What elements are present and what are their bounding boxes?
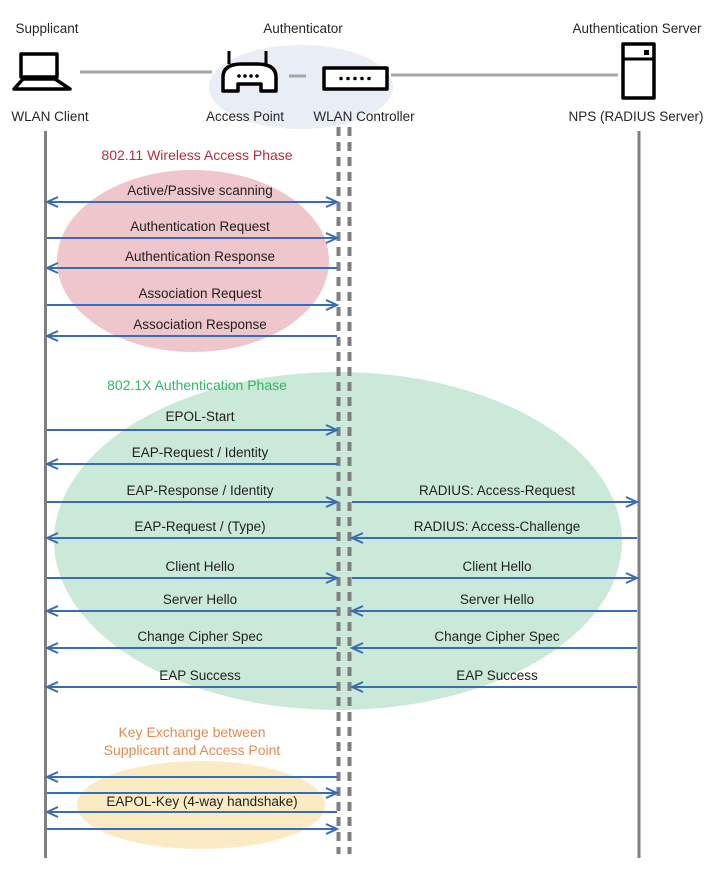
arrow-right bbox=[47, 572, 340, 584]
arrow-left bbox=[349, 532, 637, 544]
msg-radius-access-challenge: RADIUS: Access-Challenge bbox=[349, 519, 637, 544]
message-label: Server Hello bbox=[460, 592, 534, 607]
arrow-left bbox=[44, 262, 337, 274]
message-label: EAP-Request / (Type) bbox=[134, 519, 265, 534]
arrow-right bbox=[47, 232, 340, 244]
key-exchange-title-line1: Key Exchange between bbox=[118, 724, 265, 740]
msg-epol-start: EPOL-Start bbox=[47, 409, 340, 436]
msg-eapol-key-handshake: EAPOL-Key (4-way handshake) bbox=[44, 771, 340, 835]
message-label: Association Request bbox=[138, 286, 261, 301]
message-label: Client Hello bbox=[165, 559, 234, 574]
auth-server-role-label: Authentication Server bbox=[572, 21, 702, 36]
arrow-right bbox=[47, 787, 340, 799]
msg-active-passive-scanning: Active/Passive scanning bbox=[44, 183, 340, 208]
msg-eap-request-type: EAP-Request / (Type) bbox=[44, 519, 337, 544]
arrow-left bbox=[349, 605, 637, 617]
arrow-left bbox=[349, 642, 637, 654]
message-label: Association Response bbox=[133, 317, 267, 332]
arrow-left bbox=[44, 771, 337, 783]
laptop-icon bbox=[12, 52, 72, 91]
message-label: EAP Success bbox=[456, 668, 538, 683]
msg-client-hello-left: Client Hello bbox=[47, 559, 340, 584]
msg-authentication-response: Authentication Response bbox=[44, 249, 337, 274]
wireless-phase-title: 802.11 Wireless Access Phase bbox=[101, 147, 292, 163]
message-label: Server Hello bbox=[163, 592, 237, 607]
msg-change-cipher-spec-left: Change Cipher Spec bbox=[44, 629, 337, 654]
arrow-right bbox=[47, 823, 340, 835]
arrow-left bbox=[44, 806, 337, 818]
message-label: EAPOL-Key (4-way handshake) bbox=[106, 794, 297, 809]
wlan-controller-icon bbox=[322, 66, 389, 91]
msg-association-response: Association Response bbox=[44, 317, 337, 342]
arrow-left bbox=[44, 642, 337, 654]
authenticator-role-label: Authenticator bbox=[263, 21, 343, 36]
message-label: Authentication Request bbox=[130, 219, 270, 234]
message-label: Authentication Response bbox=[125, 249, 275, 264]
arrow-left bbox=[44, 330, 337, 342]
message-label: Active/Passive scanning bbox=[127, 183, 273, 198]
access-point-icon bbox=[221, 51, 278, 93]
arrow-left bbox=[44, 458, 337, 470]
arrow-right bbox=[352, 572, 640, 584]
arrow-bidirectional bbox=[44, 196, 340, 208]
server-icon bbox=[621, 42, 656, 100]
message-label: EAP-Response / Identity bbox=[126, 483, 273, 498]
arrow-left bbox=[44, 532, 337, 544]
msg-client-hello-right: Client Hello bbox=[352, 559, 640, 584]
msg-authentication-request: Authentication Request bbox=[47, 219, 340, 244]
message-label: Change Cipher Spec bbox=[434, 629, 560, 644]
arrow-left bbox=[44, 605, 337, 617]
arrow-right bbox=[47, 496, 340, 508]
arrow-right bbox=[352, 496, 640, 508]
msg-eap-success-left: EAP Success bbox=[44, 668, 337, 693]
message-label: Change Cipher Spec bbox=[137, 629, 263, 644]
msg-change-cipher-spec-right: Change Cipher Spec bbox=[349, 629, 637, 654]
arrow-left bbox=[349, 681, 637, 693]
wireless-phase-ellipse bbox=[57, 170, 329, 352]
msg-eap-response-identity: EAP-Response / Identity bbox=[47, 483, 340, 508]
msg-association-request: Association Request bbox=[47, 286, 340, 311]
supplicant-role-label: Supplicant bbox=[15, 21, 78, 36]
wlan-controller-label: WLAN Controller bbox=[313, 109, 415, 124]
arrow-right bbox=[47, 299, 340, 311]
wlan-client-label: WLAN Client bbox=[11, 109, 89, 124]
msg-eap-request-identity: EAP-Request / Identity bbox=[44, 445, 337, 470]
key-exchange-title-line2: Supplicant and Access Point bbox=[104, 742, 281, 758]
message-label: EAP-Request / Identity bbox=[132, 445, 269, 460]
message-label: RADIUS: Access-Challenge bbox=[414, 519, 581, 534]
key-exchange-ellipse bbox=[77, 761, 325, 849]
arrow-right bbox=[47, 424, 340, 436]
arrow-left bbox=[44, 681, 337, 693]
dot1x-phase-title: 802.1X Authentication Phase bbox=[107, 377, 287, 393]
msg-radius-access-request: RADIUS: Access-Request bbox=[352, 483, 640, 508]
msg-server-hello-left: Server Hello bbox=[44, 592, 337, 617]
nps-radius-server-label: NPS (RADIUS Server) bbox=[568, 109, 703, 124]
msg-server-hello-right: Server Hello bbox=[349, 592, 637, 617]
msg-eap-success-right: EAP Success bbox=[349, 668, 637, 693]
message-label: EPOL-Start bbox=[165, 409, 234, 424]
message-label: RADIUS: Access-Request bbox=[419, 483, 575, 498]
message-label: Client Hello bbox=[462, 559, 531, 574]
access-point-label: Access Point bbox=[206, 109, 284, 124]
message-label: EAP Success bbox=[159, 668, 241, 683]
